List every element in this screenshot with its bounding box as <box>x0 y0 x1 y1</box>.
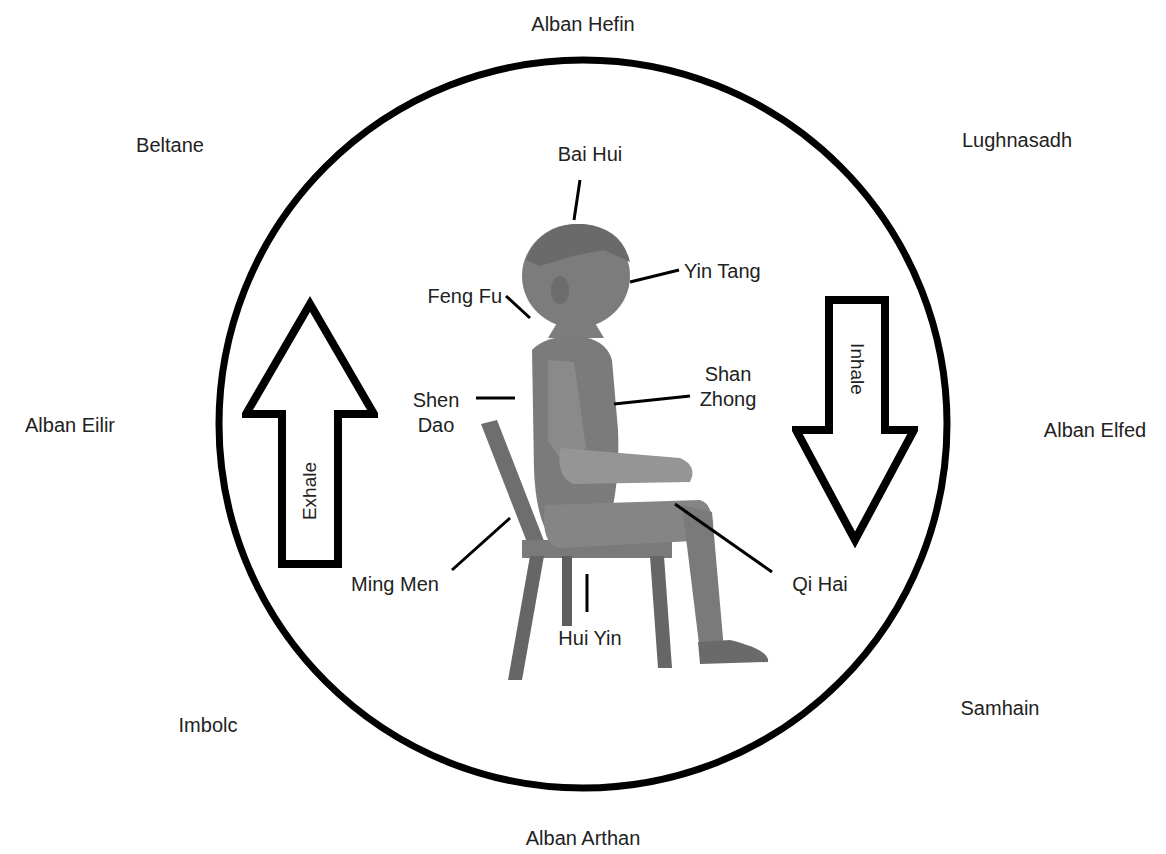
acupoint-label: Shan Zhong <box>692 362 764 412</box>
festival-label: Alban Arthan <box>526 826 641 851</box>
arrow-shape <box>796 300 914 540</box>
festival-label: Samhain <box>961 696 1040 721</box>
inhale-arrow: Inhale <box>792 296 918 548</box>
acupoint-label: Qi Hai <box>792 572 848 597</box>
acupoint-label: Bai Hui <box>558 142 622 167</box>
seated-figure <box>522 224 768 664</box>
arrow-text: Exhale <box>299 462 321 520</box>
year-circle <box>219 60 947 788</box>
acupoint-label: Yin Tang <box>684 259 761 284</box>
arrow-shape <box>246 304 374 564</box>
arrow-outline <box>792 296 918 548</box>
acupoint-label: Shen Dao <box>400 388 472 438</box>
festival-label: Alban Eilir <box>25 413 115 438</box>
arrow-outline <box>242 296 378 568</box>
acupoint-label: Feng Fu <box>428 284 502 309</box>
festival-label: Alban Elfed <box>1044 418 1146 443</box>
acupoint-label: Ming Men <box>351 572 439 597</box>
festival-label: Lughnasadh <box>962 128 1072 153</box>
arrow-text: Inhale <box>846 343 868 395</box>
festival-label: Beltane <box>136 133 204 158</box>
festival-label: Alban Hefin <box>531 12 634 37</box>
festival-label: Imbolc <box>179 713 238 738</box>
acupoint-label: Hui Yin <box>558 626 621 651</box>
exhale-arrow: Exhale <box>242 296 378 568</box>
leader-lines <box>452 180 772 612</box>
